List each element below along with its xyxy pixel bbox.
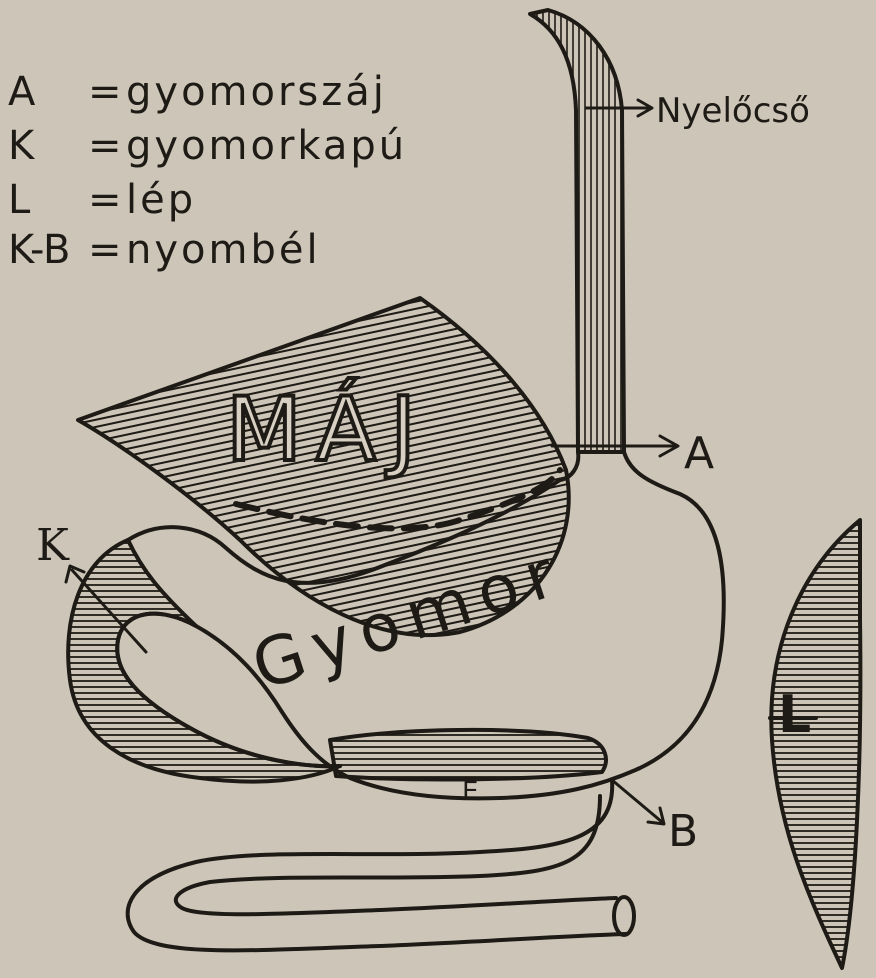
label-spleen: L: [778, 685, 811, 745]
intestine: [128, 780, 626, 950]
label-e: E: [462, 777, 478, 807]
label-pylorus: K: [36, 520, 70, 571]
arrow-duodenum-b: [612, 780, 664, 824]
label-cardia: A: [684, 428, 714, 479]
label-duodenum-end: B: [668, 806, 698, 857]
duodenum-segment: [330, 730, 606, 780]
intestine-open-end: [614, 897, 634, 935]
esophagus: [530, 10, 624, 452]
label-liver: MÁJ: [226, 378, 430, 481]
label-esophagus: Nyelőcső: [656, 91, 810, 131]
